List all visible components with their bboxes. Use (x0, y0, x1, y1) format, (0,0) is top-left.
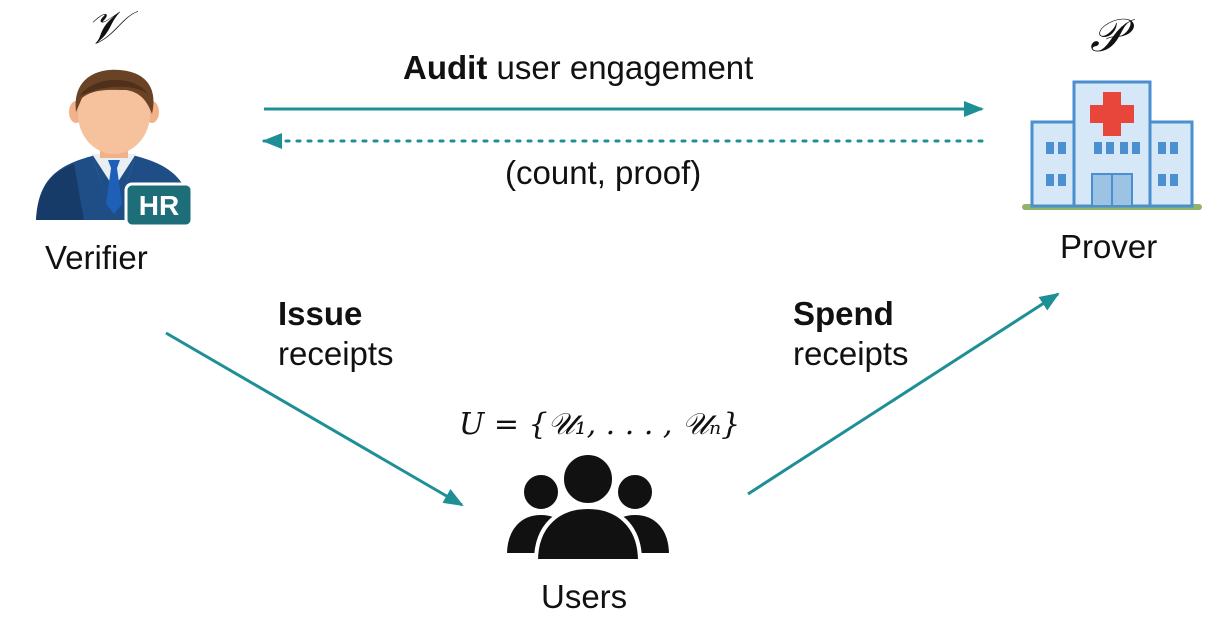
spend-arrow (747, 292, 1060, 496)
user-group-icon (502, 451, 674, 563)
prover-symbol: 𝒫 (1090, 8, 1124, 62)
hr-badge-text: HR (139, 190, 179, 221)
verifier-symbol: 𝒱 (86, 0, 125, 54)
users-label: Users (541, 578, 628, 615)
response-edge-label: (count, proof) (505, 154, 702, 191)
hr-person-icon: HR (36, 69, 194, 228)
hospital-icon (1022, 80, 1202, 210)
verifier-label: Verifier (45, 239, 148, 276)
audit-edge-bold: Audit (403, 49, 488, 86)
issue-arrow (165, 331, 464, 507)
prover-label: Prover (1060, 228, 1158, 265)
issue-edge-bold: Issue (278, 295, 363, 332)
spend-edge-label: Spend receipts (793, 297, 909, 370)
spend-edge-bold: Spend (793, 295, 894, 332)
issue-edge-rest: receipts (278, 335, 394, 372)
spend-edge-rest: receipts (793, 335, 909, 372)
users-set-label: U = {𝒰₁, . . . , 𝒰ₙ} (459, 407, 741, 442)
audit-edge-label: Audit user engagement (403, 51, 753, 84)
issue-edge-label: Issue receipts (278, 297, 394, 370)
audit-edge-rest: user engagement (487, 49, 754, 86)
